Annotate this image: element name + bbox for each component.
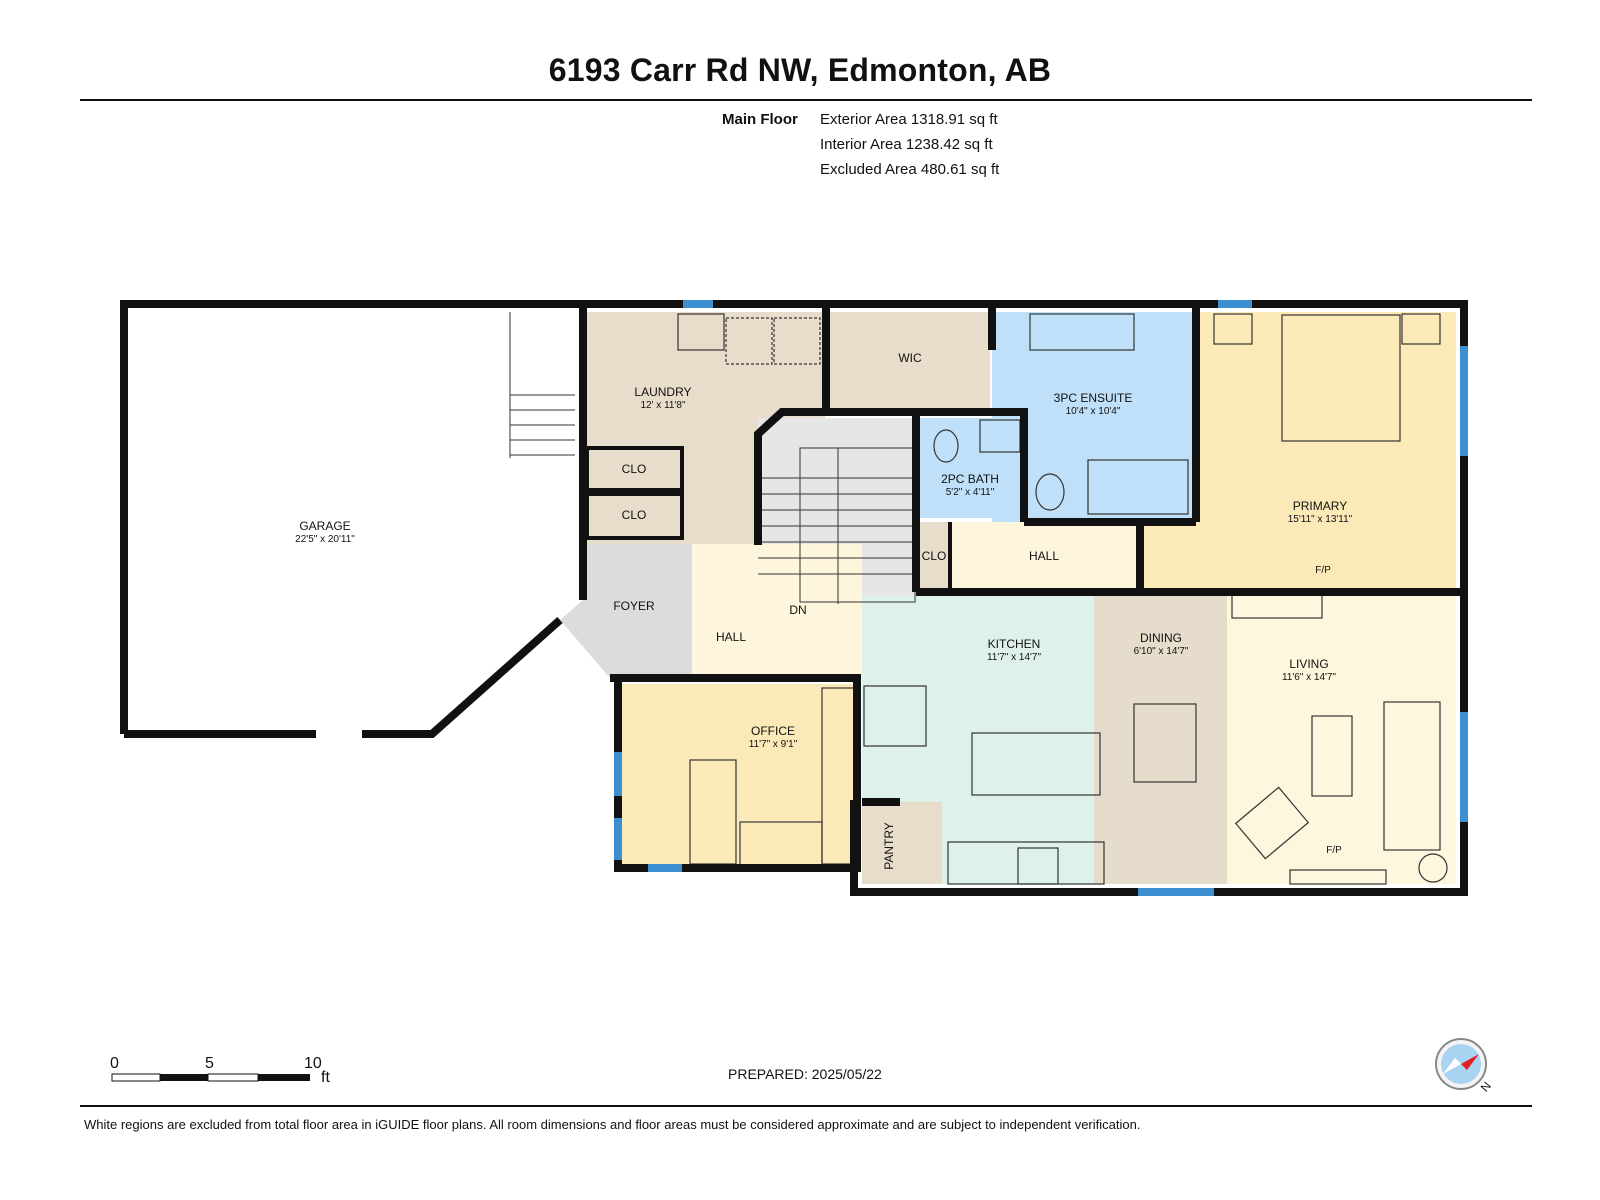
pantry-label: PANTRY xyxy=(882,822,896,870)
nightstand-left xyxy=(1213,313,1253,345)
window-living-east xyxy=(1460,712,1468,822)
dining-dims: 6'10" x 14'7" xyxy=(1134,646,1189,657)
foyer-fill xyxy=(560,544,692,678)
window-primary-top xyxy=(1218,300,1252,308)
primary-dims: 15'11" x 13'11" xyxy=(1288,514,1353,525)
scale-unit: ft xyxy=(321,1069,330,1086)
clo1-fill xyxy=(588,450,681,488)
garage-label: GARAGE xyxy=(299,519,350,533)
hall-upper-label: HALL xyxy=(1029,549,1059,563)
laundry-sink xyxy=(677,313,725,351)
clo3-fill xyxy=(918,522,952,588)
scale-tick-0: 0 xyxy=(110,1055,119,1072)
floor-label: Main Floor xyxy=(722,111,798,128)
window-south xyxy=(1138,888,1214,896)
bed xyxy=(1281,314,1401,442)
stairs-label: DN xyxy=(789,603,806,617)
clo3-label: CLO xyxy=(922,549,947,563)
clo2-fill xyxy=(588,496,681,536)
dryer xyxy=(773,317,821,365)
prepared-date: PREPARED: 2025/05/22 xyxy=(728,1066,882,1082)
ensuite-dims: 10'4" x 10'4" xyxy=(1066,406,1121,417)
footer-disclaimer: White regions are excluded from total fl… xyxy=(84,1117,1141,1132)
washer xyxy=(725,317,773,365)
exterior-area: Exterior Area 1318.91 sq ft xyxy=(820,111,998,128)
fireplace-living xyxy=(1289,869,1387,885)
stair-wall xyxy=(754,408,920,592)
window-office-west2 xyxy=(614,818,622,860)
sofa xyxy=(1383,701,1441,851)
room-fills xyxy=(560,312,1456,884)
nightstand-right xyxy=(1401,313,1441,345)
kitchen-label: KITCHEN xyxy=(988,637,1041,651)
plant xyxy=(1418,853,1448,883)
living-fp-label: F/P xyxy=(1326,845,1342,856)
dining-table xyxy=(1133,703,1197,783)
ensuite-shower xyxy=(1087,459,1189,515)
hall-main-fill xyxy=(692,544,862,678)
laundry-label: LAUNDRY xyxy=(634,385,691,399)
living-label: LIVING xyxy=(1289,657,1328,671)
kitchen-dims: 11'7" x 14'7" xyxy=(987,652,1042,663)
garage-wall-bottom2 xyxy=(362,617,563,738)
window-office-west xyxy=(614,752,622,796)
compass-label: N xyxy=(1478,1079,1494,1095)
wic-label: WIC xyxy=(898,351,922,365)
page-title: 6193 Carr Rd NW, Edmonton, AB xyxy=(548,52,1052,88)
living-dims: 11'6" x 14'7" xyxy=(1282,672,1337,683)
kitchen-island xyxy=(971,732,1101,796)
scale-tick-5: 5 xyxy=(205,1055,214,1072)
window-primary-east xyxy=(1460,346,1468,456)
laundry-dims: 12' x 11'8" xyxy=(641,400,686,411)
bath-toilet xyxy=(933,429,959,463)
office-dims: 11'7" x 9'1" xyxy=(749,739,798,750)
pantry-fill xyxy=(862,802,942,884)
fridge xyxy=(863,685,927,747)
scale-tick-10: 10 xyxy=(304,1055,322,1072)
compass-icon: N xyxy=(1433,1034,1497,1103)
excluded-area: Excluded Area 480.61 sq ft xyxy=(820,161,1000,178)
interior-area: Interior Area 1238.42 sq ft xyxy=(820,136,993,153)
window-laundry xyxy=(683,300,713,308)
garage-wall xyxy=(120,300,583,734)
bath-label: 2PC BATH xyxy=(941,472,999,486)
ensuite-label: 3PC ENSUITE xyxy=(1054,391,1133,405)
office-wall xyxy=(610,674,861,872)
coffee-table xyxy=(1311,715,1353,797)
wic-fill xyxy=(828,312,990,410)
bath-dims: 5'2" x 4'11" xyxy=(946,487,995,498)
stove xyxy=(1017,847,1059,885)
ensuite-vanity xyxy=(1029,313,1135,351)
hall-main-label: HALL xyxy=(716,630,746,644)
primary-label: PRIMARY xyxy=(1293,499,1347,513)
dining-fill xyxy=(1094,596,1227,884)
ensuite-toilet xyxy=(1035,473,1065,511)
clo1-label: CLO xyxy=(622,462,647,476)
thin-walls xyxy=(585,408,990,592)
office-label: OFFICE xyxy=(751,724,795,738)
windows xyxy=(614,300,1468,896)
dining-label: DINING xyxy=(1140,631,1182,645)
armchair xyxy=(1234,786,1310,860)
primary-fp-label: F/P xyxy=(1315,565,1331,576)
clo2-label: CLO xyxy=(622,508,647,522)
primary-fill xyxy=(1140,312,1456,588)
garage-dims: 22'5" x 20'11" xyxy=(295,534,355,545)
hall-upper-fill xyxy=(918,522,1140,588)
header-rule xyxy=(80,99,1532,101)
living-fill xyxy=(1227,596,1456,884)
scale-bar xyxy=(111,1073,310,1082)
room-labels: GARAGE 22'5" x 20'11" LAUNDRY 12' x 11'8… xyxy=(295,351,1353,870)
window-office-south xyxy=(648,864,682,872)
footer-rule xyxy=(80,1105,1532,1107)
bath-fill xyxy=(918,418,1023,518)
foyer-label: FOYER xyxy=(613,599,655,613)
